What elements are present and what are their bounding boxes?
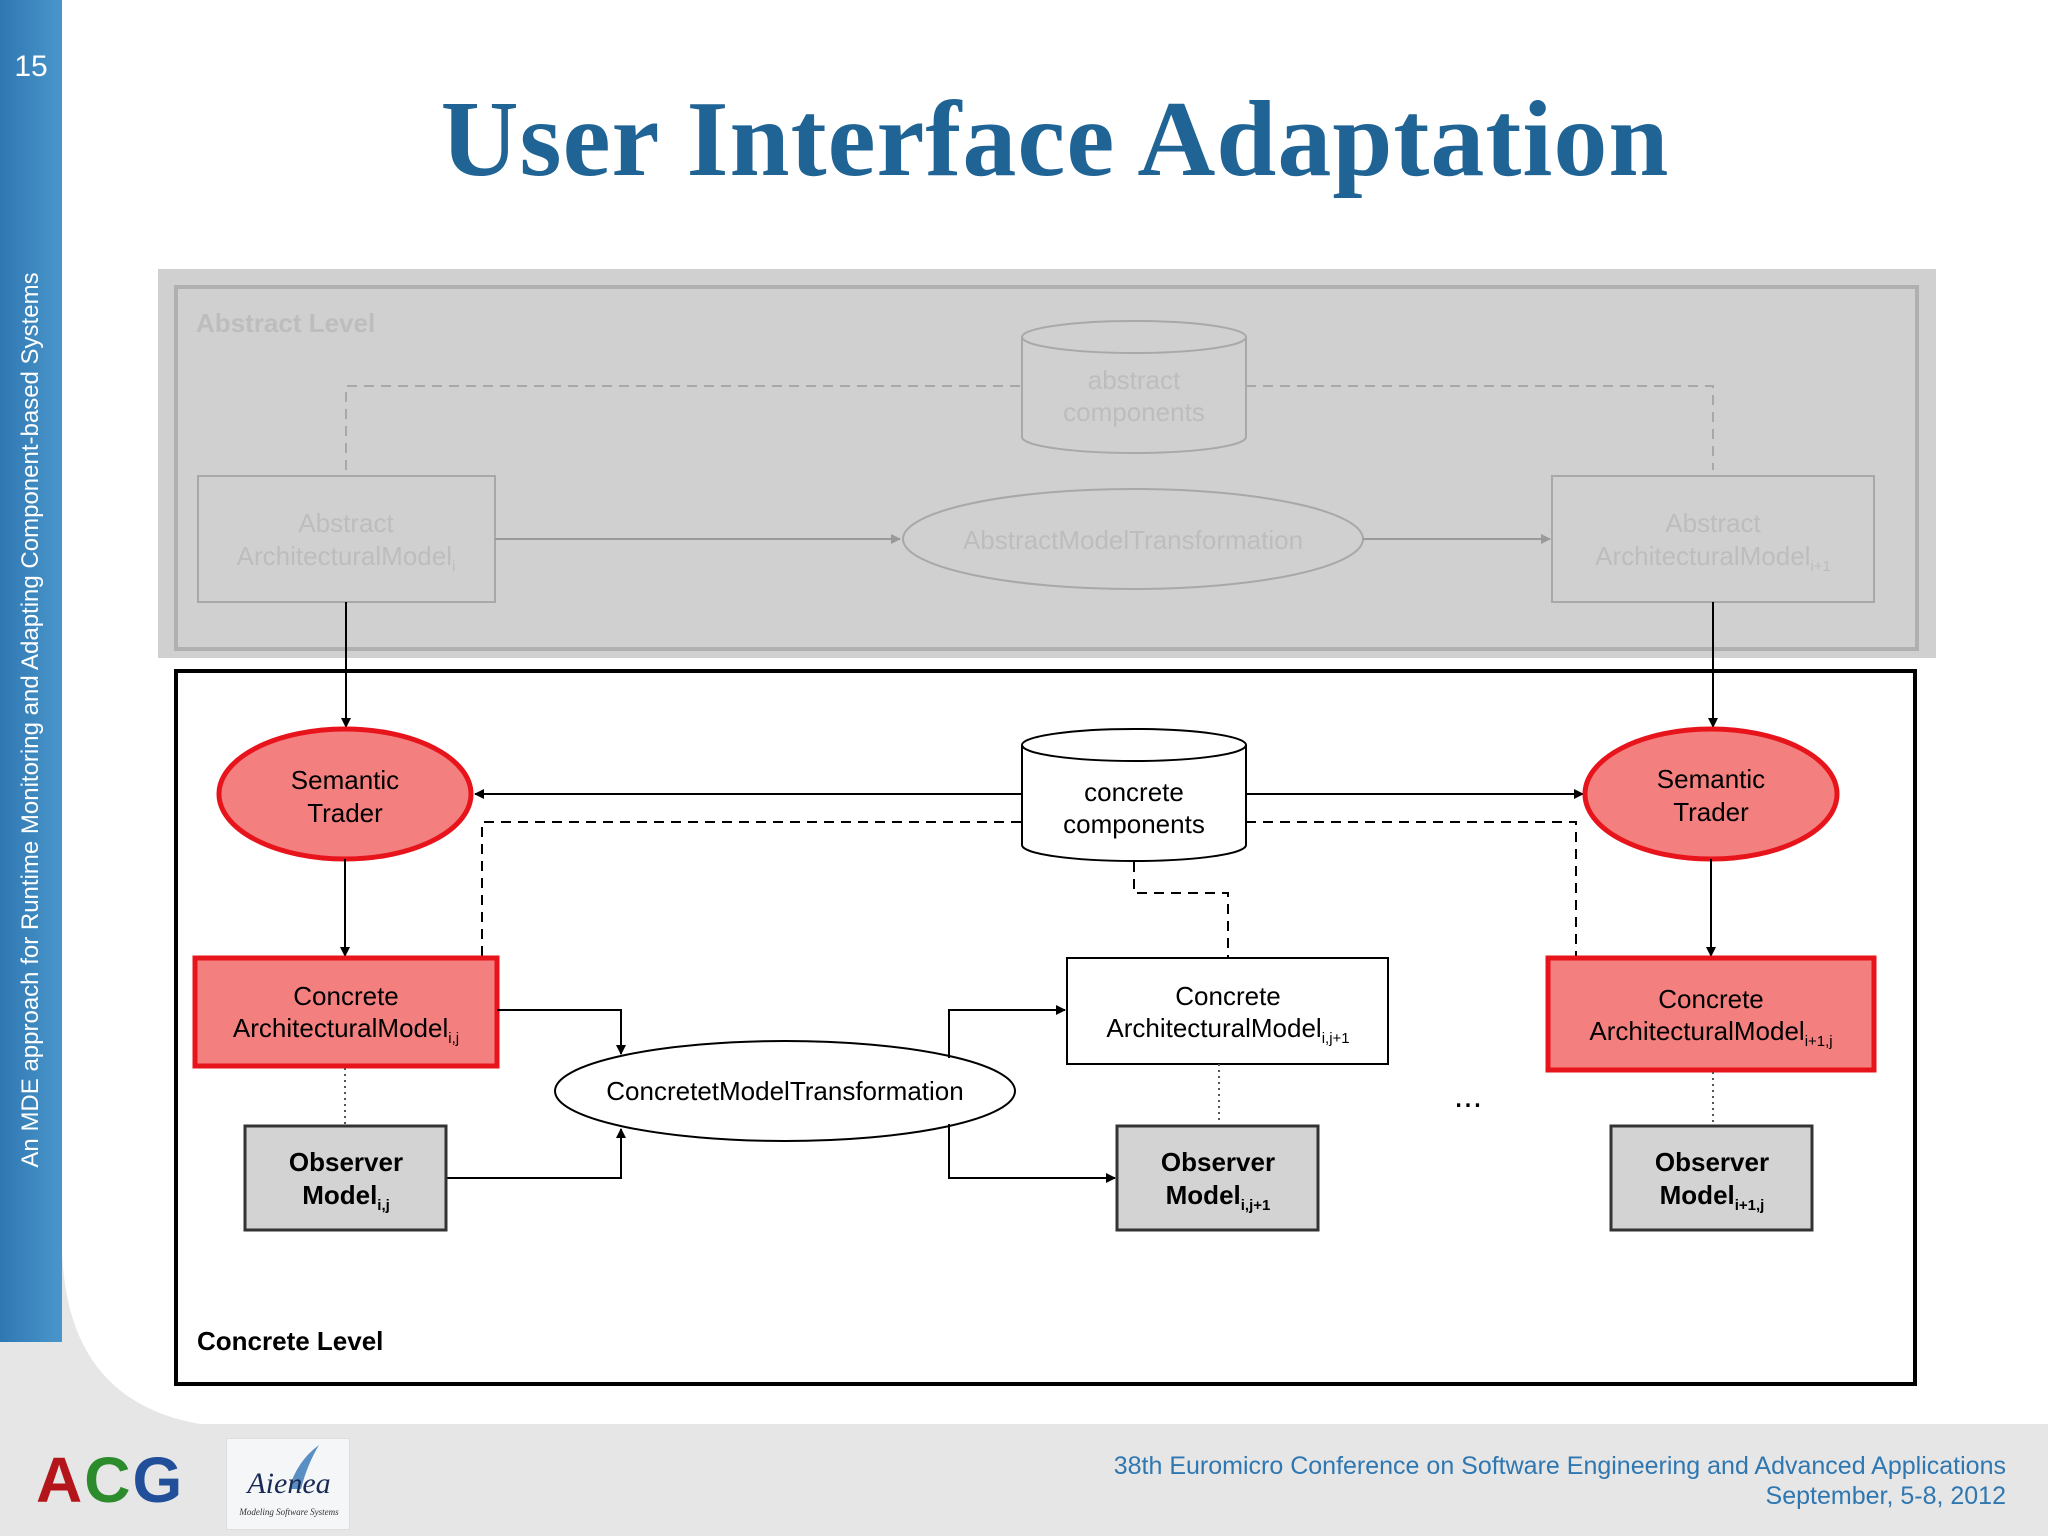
aienea-swoosh-icon <box>289 1445 319 1489</box>
dashed-link-components-right <box>1246 821 1577 956</box>
svg-text:Observer: Observer <box>1161 1147 1275 1177</box>
abstract-components-line2: components <box>1063 397 1205 427</box>
semantic-trader-right: Semantic Trader <box>1582 726 1840 862</box>
svg-text:ArchitecturalModeli,j: ArchitecturalModeli,j <box>233 1013 459 1047</box>
footer-date: September, 5-8, 2012 <box>1765 1482 2006 1510</box>
concrete-components-line1: concrete <box>1084 777 1184 807</box>
abstract-level-label: Abstract Level <box>196 308 375 338</box>
svg-text:Concrete: Concrete <box>1175 981 1281 1011</box>
svg-text:Modeli,j: Modeli,j <box>302 1180 390 1214</box>
abstract-components-line1: abstract <box>1088 365 1181 395</box>
acg-logo: ACG <box>36 1444 185 1516</box>
svg-text:ConcretetModelTransformation: ConcretetModelTransformation <box>606 1076 963 1106</box>
svg-text:ArchitecturalModeli,j+1: ArchitecturalModeli,j+1 <box>1106 1013 1349 1047</box>
footer-conference: 38th Euromicro Conference on Software En… <box>1113 1452 2006 1480</box>
svg-text:Abstract: Abstract <box>1665 508 1761 538</box>
svg-text:Concrete: Concrete <box>1658 984 1764 1014</box>
arrow-transformation-to-middle-model <box>948 1005 1066 1058</box>
observer-model-right: Observer Modeli+1,j <box>1609 1124 1814 1232</box>
concrete-level-label: Concrete Level <box>197 1326 383 1356</box>
svg-text:AbstractModelTransformation: AbstractModelTransformation <box>963 525 1303 555</box>
svg-text:Observer: Observer <box>289 1147 403 1177</box>
abstract-dashed-link-left <box>345 385 1022 470</box>
arrow-transformation-to-middle-observer <box>948 1124 1116 1183</box>
svg-text:Trader: Trader <box>1673 797 1749 827</box>
observer-model-middle: Observer Modeli,j+1 <box>1115 1124 1320 1232</box>
svg-text:Modeli,j+1: Modeli,j+1 <box>1166 1180 1271 1214</box>
svg-text:ArchitecturalModeli: ArchitecturalModeli <box>237 541 456 575</box>
dashed-link-components-left <box>481 821 1022 956</box>
abstract-dashed-link-right <box>1246 385 1714 470</box>
aienea-logo: Aienea Modeling Software Systems <box>226 1438 350 1530</box>
sidebar-band <box>0 0 62 1342</box>
page-title: User Interface Adaptation <box>440 80 1670 199</box>
svg-text:ArchitecturalModeli+1,j: ArchitecturalModeli+1,j <box>1589 1016 1832 1050</box>
concrete-model-left: Concrete ArchitecturalModeli,j <box>192 955 500 1069</box>
concrete-components-database: concrete components <box>1021 728 1247 862</box>
arrow-left-model-to-transformation <box>497 1009 626 1055</box>
svg-text:Concrete: Concrete <box>293 981 399 1011</box>
ellipsis-more-models: ... <box>1454 1077 1482 1115</box>
abstract-model-transformation: AbstractModelTransformation <box>902 488 1364 590</box>
concrete-components-line2: components <box>1063 809 1205 839</box>
svg-text:Abstract: Abstract <box>298 508 394 538</box>
observer-model-left: Observer Modeli,j <box>243 1124 448 1232</box>
semantic-trader-left: Semantic Trader <box>216 726 474 862</box>
concrete-model-transformation: ConcretetModelTransformation <box>554 1040 1016 1142</box>
svg-text:Modeli+1,j: Modeli+1,j <box>1660 1180 1765 1214</box>
svg-text:Semantic: Semantic <box>291 765 399 795</box>
svg-text:Trader: Trader <box>307 798 383 828</box>
abstract-components-database: abstract components <box>1021 320 1247 454</box>
concrete-model-middle: Concrete ArchitecturalModeli,j+1 <box>1066 957 1389 1065</box>
slide-number: 15 <box>14 50 48 83</box>
arrow-left-observer-to-transformation <box>446 1128 626 1179</box>
svg-text:Observer: Observer <box>1655 1147 1769 1177</box>
dashed-link-components-middle <box>1133 862 1229 958</box>
svg-text:ArchitecturalModeli+1: ArchitecturalModeli+1 <box>1595 541 1831 575</box>
abstract-model-right: Abstract ArchitecturalModeli+1 <box>1551 475 1875 603</box>
concrete-model-right: Concrete ArchitecturalModeli+1,j <box>1545 955 1877 1073</box>
svg-text:Semantic: Semantic <box>1657 764 1765 794</box>
